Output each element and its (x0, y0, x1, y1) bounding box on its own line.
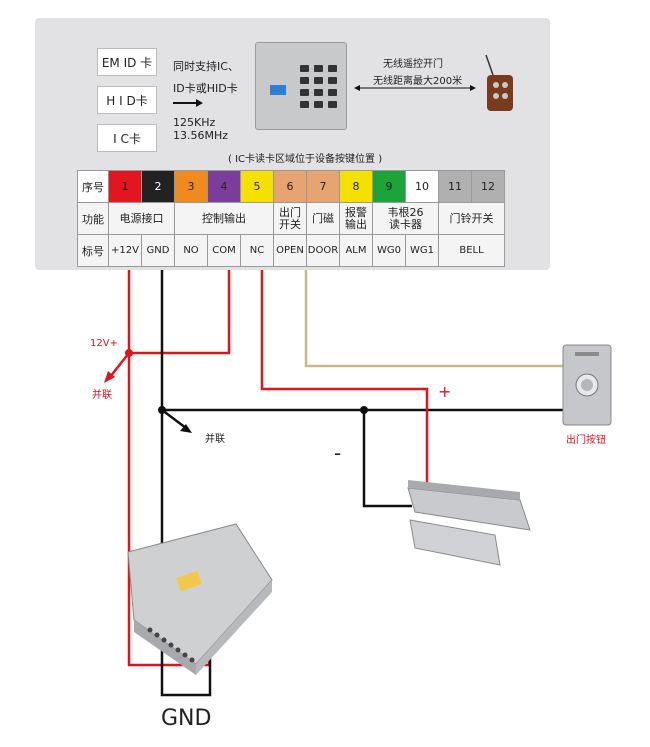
keypad-device (255, 42, 347, 130)
terminal-label-9: WG1 (405, 234, 439, 267)
wire-lock-minus (362, 410, 412, 508)
terminal-number-2: 2 (141, 170, 175, 203)
card-ic: I C卡 (97, 124, 157, 152)
terminal-number-3: 3 (174, 170, 208, 203)
terminal-label-0: +12V (108, 234, 142, 267)
terminal-function-1: 控制输出 (174, 202, 274, 235)
keypad-key (328, 101, 337, 108)
remote-fob-icon (485, 54, 513, 111)
terminal-function-5: 韦根26 读卡器 (372, 202, 439, 235)
psu-terminal-screw (182, 652, 188, 658)
terminal-label-8: WG0 (372, 234, 406, 267)
keypad-key (300, 89, 309, 96)
reader-area-note: ( IC卡读卡区域位于设备按键位置 ) (228, 154, 383, 165)
terminal-label-5: OPEN (273, 234, 307, 267)
psu-terminal-screw (189, 657, 195, 663)
keypad-key (328, 65, 337, 72)
psu-terminal-screw (168, 642, 174, 648)
reader-arrow-head (196, 99, 203, 107)
wire-nc (260, 270, 429, 486)
terminal-number-12: 12 (471, 170, 505, 203)
terminal-number-1: 1 (108, 170, 142, 203)
wire-open (304, 270, 563, 368)
remote-arrow-right (470, 85, 476, 91)
label-12v: 12V+ (90, 338, 118, 349)
card-emid: EM ID 卡 (97, 48, 157, 76)
exit-button-device (562, 344, 612, 426)
label-parallel-red: 并联 (92, 390, 112, 401)
keypad-screen (270, 85, 286, 95)
terminal-number-4: 4 (207, 170, 241, 203)
keypad-key (314, 89, 323, 96)
remote-line1: 无线遥控开门 (383, 59, 443, 70)
remote-arrow-left (354, 85, 360, 91)
terminal-number-6: 6 (273, 170, 307, 203)
frequency-13m: 13.56MHz (173, 129, 229, 142)
keypad-key (328, 89, 337, 96)
remote-line2: 无线距离最大200米 (373, 76, 463, 87)
frequency-125k: 125KHz (173, 116, 216, 129)
wire-gnd (160, 270, 212, 697)
terminal-label-4: NC (240, 234, 274, 267)
reader-support-line1: 同时支持IC、 (173, 60, 239, 73)
terminal-function-3: 门磁 (306, 202, 340, 235)
keypad-key (300, 77, 309, 84)
parallel-arrowhead-black (180, 424, 192, 433)
terminal-number-8: 8 (339, 170, 373, 203)
label-lock-plus: + (438, 382, 452, 401)
keypad-key (300, 101, 309, 108)
keypad-key (314, 77, 323, 84)
terminal-label-1: GND (141, 234, 175, 267)
keypad-key (314, 101, 323, 108)
terminal-label-2: NO (174, 234, 208, 267)
label-exit-button: 出门按钮 (566, 435, 606, 446)
terminal-number-11: 11 (438, 170, 472, 203)
terminal-label-3: COM (207, 234, 241, 267)
label-lock-minus: - (334, 441, 342, 465)
terminal-label-6: DOOR (306, 234, 340, 267)
row-header-function: 功能 (77, 202, 109, 235)
keypad-key (328, 77, 337, 84)
keypad-key (314, 65, 323, 72)
terminal-function-0: 电源接口 (108, 202, 175, 235)
row-header-label: 标号 (77, 234, 109, 267)
terminal-label-10: BELL (438, 234, 505, 267)
psu-terminal-screw (161, 637, 167, 643)
reader-support-line2: ID卡或HID卡 (173, 82, 238, 95)
keypad-key (300, 65, 309, 72)
terminal-label-7: ALM (339, 234, 373, 267)
parallel-arrow-black (161, 409, 187, 429)
parallel-arrow-red (109, 352, 130, 378)
label-parallel-black: 并联 (205, 434, 225, 445)
terminal-function-6: 门铃开关 (438, 202, 505, 235)
psu-terminal-screw (175, 647, 181, 653)
terminal-function-2: 出门 开关 (273, 202, 307, 235)
card-hid: H I D卡 (97, 86, 157, 114)
terminal-number-5: 5 (240, 170, 274, 203)
power-supply-device (127, 523, 273, 675)
terminal-function-4: 报警 输出 (339, 202, 373, 235)
psu-terminal-screw (154, 632, 160, 638)
wire-com (129, 270, 231, 355)
parallel-arrowhead-red (104, 371, 115, 383)
label-gnd: GND (161, 706, 212, 731)
magnetic-lock-device (407, 480, 531, 566)
terminal-number-9: 9 (372, 170, 406, 203)
psu-terminal-screw (147, 627, 153, 633)
terminal-number-7: 7 (306, 170, 340, 203)
